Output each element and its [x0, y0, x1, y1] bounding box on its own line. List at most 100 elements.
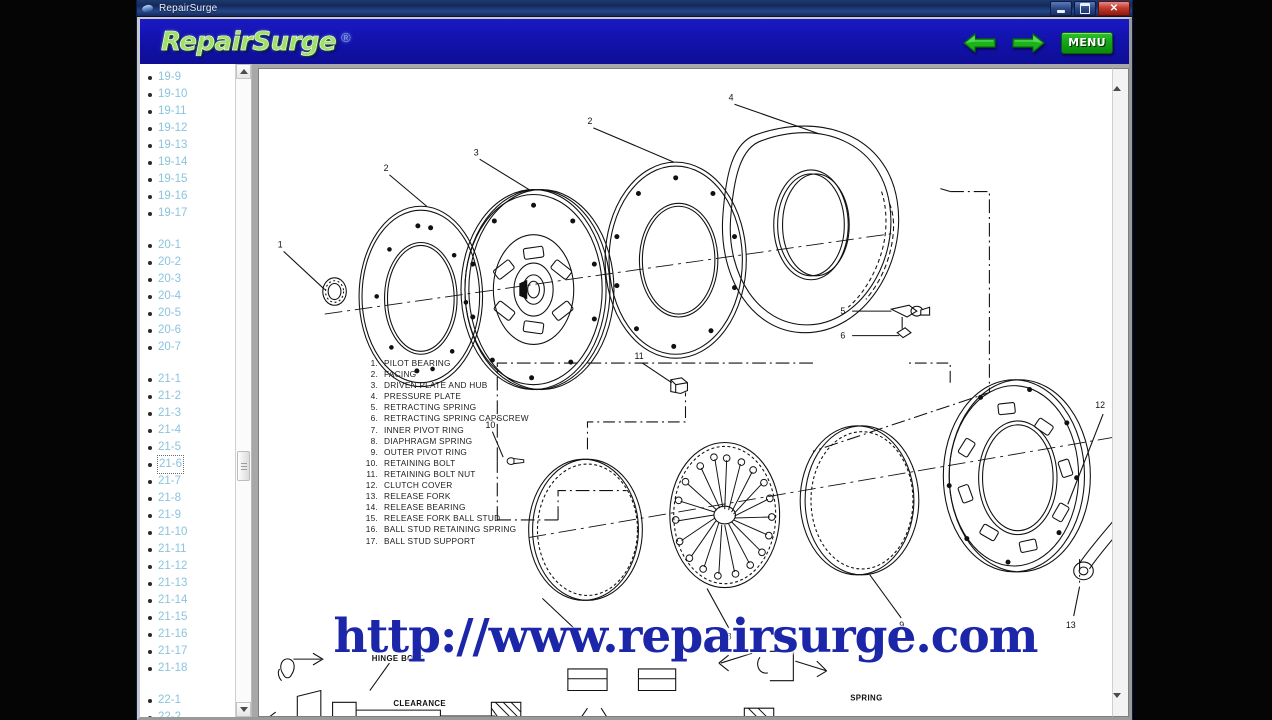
parts-legend-number: 14. [365, 502, 378, 513]
sidebar-item-21-14[interactable]: 21-14 [148, 592, 235, 609]
sidebar-item-label: 22-2 [158, 711, 182, 717]
content-area: 1 2 3 2 4 5 6 10 11 14 12 [252, 64, 1129, 717]
parts-legend-number: 10. [365, 457, 378, 468]
content-scroll-down-button[interactable] [1113, 693, 1128, 716]
parts-legend-row: 11.RETAINING BOLT NUT [357, 469, 529, 480]
sidebar-item-21-5[interactable]: 21-5 [148, 439, 235, 456]
parts-legend-row: 5. RETRACTING SPRING [357, 402, 529, 413]
sidebar-item-label: 21-12 [158, 560, 188, 572]
parts-legend-row: 2.FACING [357, 369, 529, 380]
minimize-button[interactable] [1050, 1, 1072, 16]
parts-legend-number: 5. [370, 402, 378, 413]
parts-legend-number: 4. [370, 391, 378, 402]
sidebar-item-20-2[interactable]: 20-2 [148, 254, 235, 271]
forward-arrow-icon[interactable] [1012, 32, 1045, 54]
sidebar-scroll-track[interactable] [236, 79, 251, 702]
sidebar-scroll-down-button[interactable] [236, 702, 251, 717]
parts-legend-row: 13.RELEASE FORK [357, 491, 529, 502]
svg-text:10: 10 [486, 420, 496, 430]
content-scroll-up-button[interactable] [1113, 69, 1128, 91]
triangle-down-icon [239, 707, 248, 712]
sidebar-group-separator [148, 356, 235, 371]
content-scroll-track[interactable] [1113, 203, 1128, 583]
sidebar-item-21-16[interactable]: 21-16 [148, 626, 235, 643]
close-button[interactable]: ✕ [1098, 1, 1130, 16]
sidebar-item-21-12[interactable]: 21-12 [148, 558, 235, 575]
sidebar-item-label: 19-12 [158, 122, 188, 134]
parts-legend-number: 11. [366, 468, 378, 479]
back-arrow-icon[interactable] [963, 32, 996, 54]
parts-legend-name: FACING [384, 369, 417, 380]
sidebar-item-21-18[interactable]: 21-18 [148, 660, 235, 677]
close-icon: ✕ [1109, 2, 1119, 14]
sidebar-item-21-7[interactable]: 21-7 [148, 473, 235, 490]
sidebar-item-21-8[interactable]: 21-8 [148, 490, 235, 507]
sidebar-item-21-9[interactable]: 21-9 [148, 507, 235, 524]
sidebar-scrollbar[interactable] [235, 64, 251, 717]
sidebar-item-20-4[interactable]: 20-4 [148, 288, 235, 305]
parts-legend-row: 16.BALL STUD RETAINING SPRING [357, 524, 529, 535]
parts-legend-number: 9. [370, 446, 378, 457]
sidebar-scroll-up-button[interactable] [236, 64, 251, 79]
sidebar-item-19-13[interactable]: 19-13 [148, 137, 235, 154]
sidebar-item-label: 21-3 [158, 407, 182, 419]
sidebar-item-22-1[interactable]: 22-1 [148, 692, 235, 709]
sidebar-item-20-6[interactable]: 20-6 [148, 322, 235, 339]
svg-text:11: 11 [635, 351, 644, 361]
sidebar-item-label: 21-17 [158, 645, 188, 657]
repairsurge-swoosh-icon [141, 2, 154, 15]
menu-button[interactable]: MENU [1061, 31, 1113, 54]
sidebar-item-19-10[interactable]: 19-10 [148, 86, 235, 103]
sidebar-item-label: 21-4 [158, 424, 182, 436]
sidebar-item-label: 21-9 [158, 509, 182, 521]
sidebar-item-20-3[interactable]: 20-3 [148, 271, 235, 288]
sidebar-item-19-9[interactable]: 19-9 [148, 69, 235, 86]
sidebar-item-21-10[interactable]: 21-10 [148, 524, 235, 541]
sidebar-item-19-12[interactable]: 19-12 [148, 120, 235, 137]
sidebar-item-19-14[interactable]: 19-14 [148, 154, 235, 171]
sidebar-item-21-17[interactable]: 21-17 [148, 643, 235, 660]
bullet-icon [148, 698, 152, 703]
parts-legend-name: DIAPHRAGM SPRING [384, 435, 473, 446]
sidebar-item-20-5[interactable]: 20-5 [148, 305, 235, 322]
parts-legend-name: RELEASE FORK BALL STUD [384, 513, 501, 524]
sidebar-item-20-7[interactable]: 20-7 [148, 339, 235, 356]
sidebar-item-21-1[interactable]: 21-1 [148, 371, 235, 388]
brand-logo: RepairSurge ® [161, 28, 351, 55]
sidebar-item-21-6[interactable]: 21-6 [148, 455, 235, 474]
content-scroll-thumb[interactable] [1113, 203, 1128, 583]
sidebar-item-19-17[interactable]: 19-17 [148, 205, 235, 222]
sidebar-item-label: 21-5 [158, 441, 182, 453]
bullet-icon [148, 632, 152, 637]
sidebar-group-separator [148, 677, 235, 692]
sidebar-item-21-4[interactable]: 21-4 [148, 422, 235, 439]
sidebar-item-21-3[interactable]: 21-3 [148, 405, 235, 422]
sidebar-item-label: 21-13 [158, 577, 188, 589]
sidebar-item-19-11[interactable]: 19-11 [148, 103, 235, 120]
parts-legend-name: RETRACTING SPRING [384, 402, 477, 413]
maximize-button[interactable] [1074, 1, 1096, 16]
sidebar-item-21-13[interactable]: 21-13 [148, 575, 235, 592]
sidebar-scroll-thumb[interactable] [237, 451, 250, 481]
sidebar-item-19-16[interactable]: 19-16 [148, 188, 235, 205]
parts-legend-name: DRIVEN PLATE AND HUB [384, 380, 488, 391]
parts-legend-row: 3.DRIVEN PLATE AND HUB [357, 380, 529, 391]
svg-text:6: 6 [840, 331, 845, 341]
svg-text:13: 13 [1066, 620, 1076, 630]
sidebar-item-label: 21-14 [158, 594, 188, 606]
sidebar-item-20-1[interactable]: 20-1 [148, 237, 235, 254]
content-scrollbar[interactable] [1112, 68, 1129, 717]
parts-legend-name: OUTER PIVOT RING [384, 446, 468, 457]
sidebar-item-22-2[interactable]: 22-2 [148, 709, 235, 717]
parts-legend-number: 8. [370, 435, 378, 446]
sidebar-item-21-2[interactable]: 21-2 [148, 388, 235, 405]
sidebar-item-19-15[interactable]: 19-15 [148, 171, 235, 188]
sidebar-item-21-15[interactable]: 21-15 [148, 609, 235, 626]
svg-text:7: 7 [572, 632, 577, 642]
sidebar-item-label: 21-2 [158, 390, 182, 402]
svg-text:CLEARANCE: CLEARANCE [393, 699, 446, 708]
bullet-icon [148, 445, 152, 450]
bullet-icon [148, 598, 152, 603]
sidebar-item-21-11[interactable]: 21-11 [148, 541, 235, 558]
app-header-bar: RepairSurge ® MENU [137, 17, 1132, 64]
